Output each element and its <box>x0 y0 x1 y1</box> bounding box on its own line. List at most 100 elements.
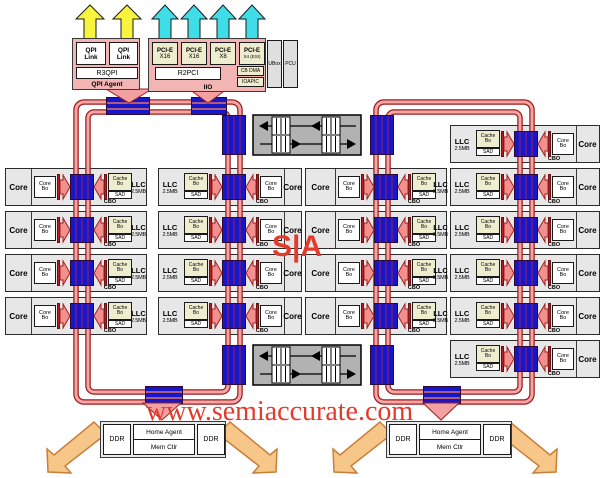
tile-to-ring-arrow-icon <box>93 302 105 330</box>
cbo-label: CBO <box>547 199 561 205</box>
tile-to-ring-arrow-icon <box>537 130 549 158</box>
llc-size: 2.5MB <box>131 232 146 238</box>
core-box: Core Bo <box>34 262 56 284</box>
tile-to-ring-arrow-icon <box>59 173 71 201</box>
sad-box: SAD <box>412 277 436 285</box>
cbo-label: CBO <box>255 242 269 248</box>
tile-to-ring-arrow-icon <box>363 216 375 244</box>
core-divider <box>335 169 336 205</box>
qpi-link-box: QPI Link <box>76 42 106 65</box>
tile-to-ring-arrow-icon <box>363 302 375 330</box>
core-divider <box>31 298 32 334</box>
core-box: Core Bo <box>552 262 574 284</box>
sad-box: SAD <box>476 234 500 242</box>
llc-title: LLC <box>454 266 470 275</box>
memory-block-right: DDR Home Agent Mem Ctlr DDR <box>386 421 512 458</box>
llc-size: 2.5MB <box>454 232 470 238</box>
pcie-port-name: PCI-E <box>243 48 260 54</box>
cbo-label: CBO <box>255 328 269 334</box>
tile-to-ring-arrow-icon <box>503 302 515 330</box>
sad-box: SAD <box>412 234 436 242</box>
tile-to-ring-arrow-icon <box>397 302 409 330</box>
tile-to-ring-arrow-icon <box>93 216 105 244</box>
core-box: Core Bo <box>260 305 282 327</box>
sad-box: SAD <box>476 277 500 285</box>
core-divider <box>335 255 336 291</box>
core-label-cell: Core <box>311 268 330 278</box>
ring-stop-switch <box>370 345 394 385</box>
tile-to-ring-arrow-icon <box>397 173 409 201</box>
sad-box: SAD <box>476 191 500 199</box>
llc-size: 2.5MB <box>433 232 448 238</box>
tile-to-ring-arrow-icon <box>537 345 549 373</box>
core-divider <box>31 212 32 248</box>
tile-to-ring-arrow-icon <box>211 259 223 287</box>
tile-to-ring-arrow-icon <box>537 302 549 330</box>
cache-box: Cache Bo <box>412 216 436 234</box>
tile-to-ring-arrow-icon <box>211 216 223 244</box>
llc-size: 2.5MB <box>433 189 448 195</box>
llc-title: LLC <box>454 137 470 146</box>
pcie-port-box: PCI-E X8 <box>210 42 236 65</box>
cache-box: Cache Bo <box>412 173 436 191</box>
cbo-label: CBO <box>103 285 117 291</box>
cache-box: Cache Bo <box>476 216 500 234</box>
tile-to-ring-arrow-icon <box>363 259 375 287</box>
llc-size: 2.5MB <box>131 275 146 281</box>
tile-to-ring-arrow-icon <box>503 130 515 158</box>
fifo-buffers-icon <box>252 344 362 386</box>
llc-size: 2.5MB <box>162 275 178 281</box>
ddr-box: DDR <box>103 424 131 455</box>
llc-title: LLC <box>433 223 448 232</box>
llc-size: 2.5MB <box>131 189 146 195</box>
llc-size: 2.5MB <box>454 318 470 324</box>
llc-title: LLC <box>433 180 448 189</box>
ring-stop-core <box>222 303 246 329</box>
sad-box: SAD <box>184 320 208 328</box>
cbo-label: CBO <box>547 285 561 291</box>
tile-to-ring-arrow-icon <box>245 216 257 244</box>
core-box: Core Bo <box>34 219 56 241</box>
cache-box: Cache Bo <box>108 302 132 320</box>
ring-stop-core <box>514 217 538 243</box>
tile-to-ring-arrow-icon <box>363 173 375 201</box>
ddr-box: DDR <box>483 424 511 455</box>
pcie-port-lanes: X16 <box>159 53 171 60</box>
ring-to-home-agent-arrow-icon <box>141 402 183 421</box>
tile-to-ring-arrow-icon <box>245 173 257 201</box>
sad-box: SAD <box>476 363 500 371</box>
core-box: Core Bo <box>552 305 574 327</box>
llc-title: LLC <box>454 223 470 232</box>
core-label-cell: Core <box>9 182 28 192</box>
core-box: Core Bo <box>552 176 574 198</box>
r3qpi-box: R3QPI <box>76 67 138 79</box>
cbo-label: CBO <box>407 285 421 291</box>
core-divider <box>335 298 336 334</box>
cbo-label: CBO <box>255 199 269 205</box>
iio-block: PCI-E X16 PCI-E X16 PCI-E X8 PCI-E X4 (E… <box>148 38 266 92</box>
llc-size: 2.5MB <box>131 318 146 324</box>
qpi-link-box: QPI Link <box>109 42 138 65</box>
cache-box: Cache Bo <box>108 173 132 191</box>
tile-to-ring-arrow-icon <box>537 216 549 244</box>
pcie-port-lanes: X16 <box>188 53 200 60</box>
llc-size: 2.5MB <box>454 146 470 152</box>
llc-size: 2.5MB <box>162 318 178 324</box>
cbo-label: CBO <box>103 242 117 248</box>
cache-box: Cache Bo <box>184 216 208 234</box>
ring-stop-core <box>514 303 538 329</box>
ddr-channel-arrow-icon <box>332 420 394 474</box>
core-divider <box>284 212 285 248</box>
tile-to-ring-arrow-icon <box>245 302 257 330</box>
core-divider <box>576 255 577 291</box>
